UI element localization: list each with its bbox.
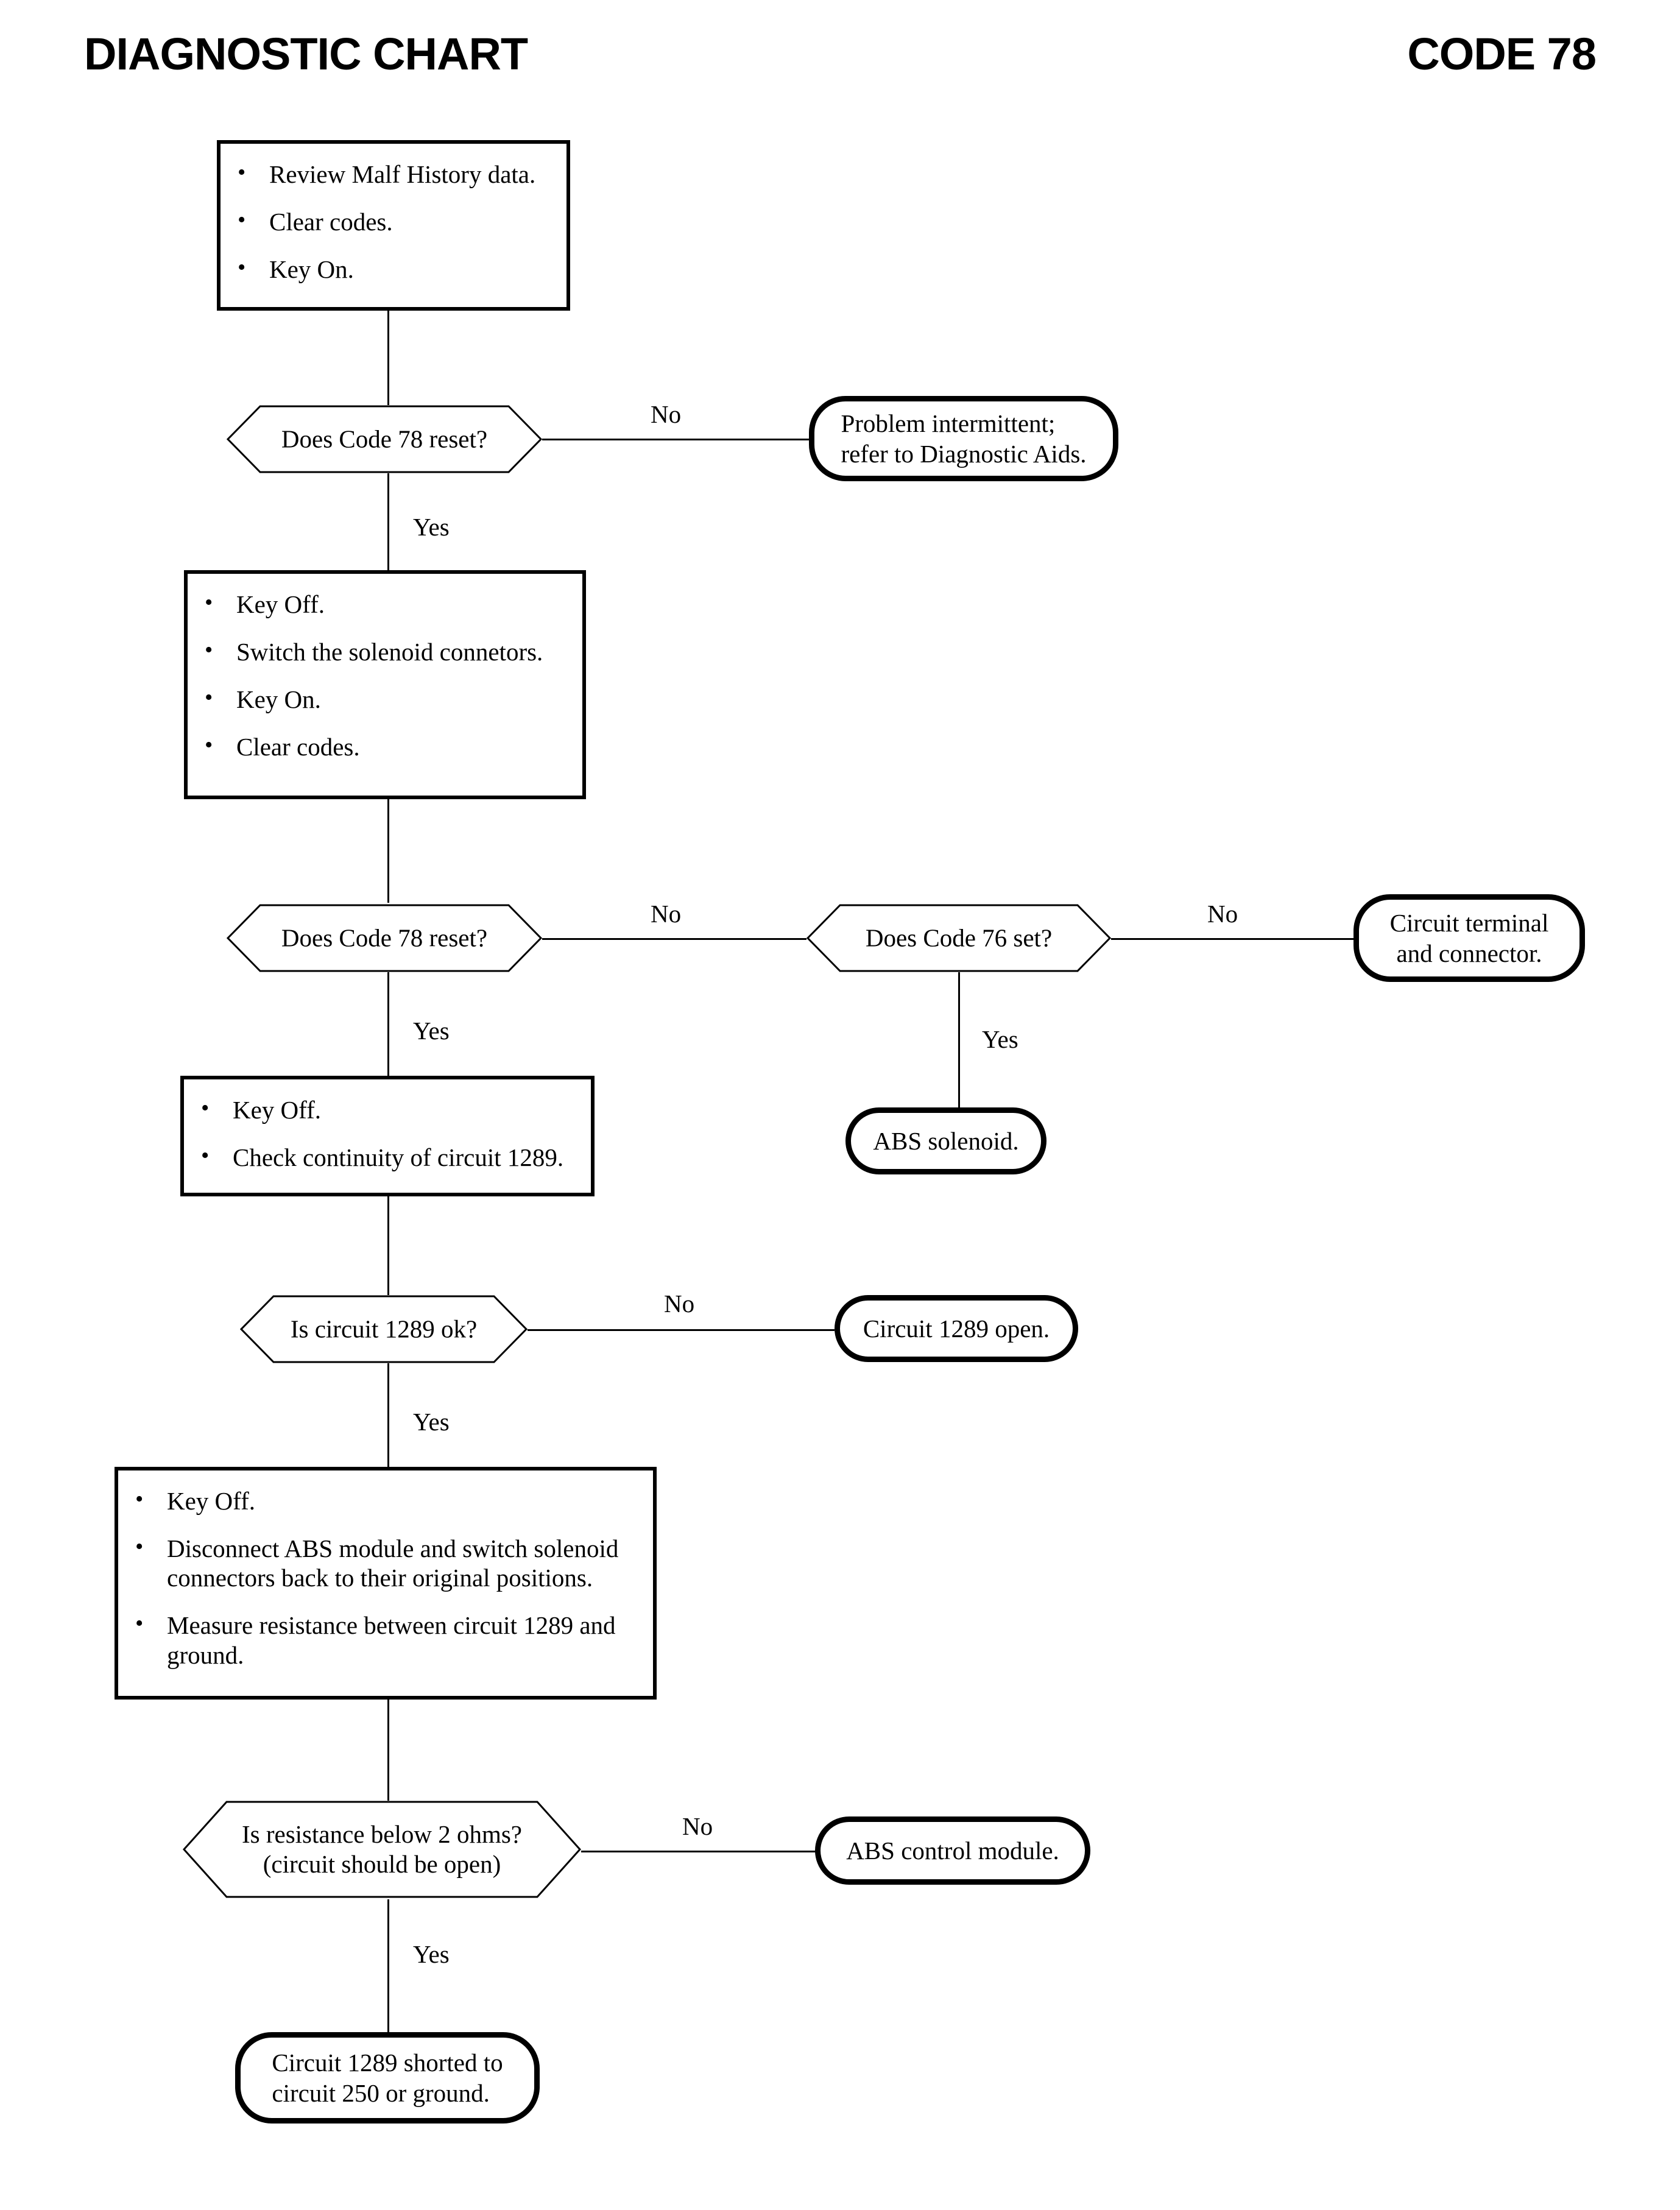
edge-label-no-4: No: [664, 1290, 695, 1318]
edge-label-yes-4: Yes: [413, 1408, 450, 1436]
decision-is-circuit-1289-ok: Is circuit 1289 ok?: [240, 1295, 528, 1363]
process-box-step2: Key Off. Switch the solenoid connetors. …: [184, 570, 586, 799]
decision-does-code-78-reset-2: Does Code 78 reset?: [227, 904, 542, 972]
terminal-abs-solenoid: ABS solenoid.: [845, 1107, 1046, 1174]
connector-decision2-step3: [387, 970, 389, 1079]
terminal-abs-control-module: ABS control module.: [815, 1816, 1090, 1885]
connector-decision3-no: [1110, 938, 1354, 940]
connector-decision2-no: [541, 938, 806, 940]
terminal-line: and connector.: [1396, 939, 1542, 967]
decision-label: Does Code 78 reset?: [281, 425, 488, 453]
process-box-step1: Review Malf History data. Clear codes. K…: [217, 140, 570, 311]
connector-decision1-step2: [387, 462, 389, 571]
terminal-circuit-1289-shorted: Circuit 1289 shorted to circuit 250 or g…: [235, 2032, 540, 2124]
connector-step4-decision5: [387, 1700, 389, 1802]
edge-label-no-2: No: [651, 900, 682, 928]
terminal-circuit-1289-open: Circuit 1289 open.: [835, 1295, 1078, 1362]
edge-label-yes-3: Yes: [982, 1025, 1018, 1053]
terminal-line: Circuit terminal: [1389, 908, 1549, 937]
decision-line: (circuit should be open): [263, 1850, 501, 1878]
connector-step2-decision2: [387, 799, 389, 903]
edge-label-yes-2: Yes: [413, 1017, 450, 1045]
bullet-item: Clear codes.: [231, 207, 556, 236]
page-title: DIAGNOSTIC CHART: [84, 29, 528, 79]
edge-label-no-5: No: [682, 1812, 713, 1840]
terminal-problem-intermittent: Problem intermittent; refer to Diagnosti…: [809, 396, 1118, 481]
connector-decision5-terminal6: [387, 1899, 389, 2035]
bullet-item: Key Off.: [199, 589, 571, 619]
terminal-line: Circuit 1289 open.: [863, 1314, 1050, 1343]
bullet-item: Measure resistance between circuit 1289 …: [129, 1610, 642, 1670]
hexagon-shape: [240, 1295, 528, 1363]
hexagon-shape: [183, 1801, 581, 1898]
hexagon-shape: [806, 904, 1111, 972]
connector-step1-decision1: [387, 309, 389, 416]
process-box-step4: Key Off. Disconnect ABS module and switc…: [115, 1467, 657, 1700]
hexagon-shape: [227, 405, 542, 473]
process-box-step3: Key Off. Check continuity of circuit 128…: [180, 1076, 595, 1196]
bullet-item: Review Malf History data.: [231, 159, 556, 189]
decision-line: Is resistance below 2 ohms?: [242, 1820, 522, 1848]
terminal-line: Circuit 1289 shorted to: [272, 2048, 503, 2077]
bullet-item: Disconnect ABS module and switch solenoi…: [129, 1533, 642, 1593]
bullet-item: Key Off.: [129, 1486, 642, 1516]
connector-decision1-no: [541, 439, 809, 440]
code-label: CODE 78: [1407, 29, 1597, 79]
terminal-line: Problem intermittent;: [841, 409, 1056, 437]
terminal-line: refer to Diagnostic Aids.: [841, 440, 1087, 468]
connector-decision5-no: [579, 1851, 816, 1852]
hexagon-shape: [227, 904, 542, 972]
decision-label: Is resistance below 2 ohms? (circuit sho…: [183, 1820, 581, 1879]
decision-label: Is circuit 1289 ok?: [290, 1315, 478, 1343]
decision-label: Does Code 78 reset?: [281, 923, 488, 952]
edge-label-yes-5: Yes: [413, 1940, 450, 1968]
connector-step3-decision4: [387, 1195, 389, 1296]
connector-decision3-terminal3: [958, 970, 960, 1110]
terminal-circuit-terminal-and-connector: Circuit terminal and connector.: [1354, 894, 1585, 982]
decision-is-resistance-below-2-ohms: Is resistance below 2 ohms? (circuit sho…: [183, 1801, 581, 1898]
terminal-line: circuit 250 or ground.: [272, 2079, 490, 2107]
decision-does-code-76-set: Does Code 76 set?: [806, 904, 1111, 972]
bullet-item: Key On.: [231, 254, 556, 284]
terminal-line: ABS control module.: [846, 1836, 1059, 1865]
connector-decision4-no: [525, 1329, 835, 1331]
bullet-item: Clear codes.: [199, 732, 571, 761]
decision-label: Does Code 76 set?: [865, 923, 1053, 952]
bullet-item: Key On.: [199, 684, 571, 714]
edge-label-yes-1: Yes: [413, 513, 450, 541]
bullet-item: Switch the solenoid connetors.: [199, 637, 571, 666]
decision-does-code-78-reset-1: Does Code 78 reset?: [227, 405, 542, 473]
bullet-item: Check continuity of circuit 1289.: [195, 1142, 580, 1172]
edge-label-no-3: No: [1207, 900, 1238, 928]
edge-label-no-1: No: [651, 400, 682, 428]
connector-decision4-step4: [387, 1360, 389, 1469]
terminal-line: ABS solenoid.: [873, 1126, 1019, 1155]
bullet-item: Key Off.: [195, 1095, 580, 1124]
